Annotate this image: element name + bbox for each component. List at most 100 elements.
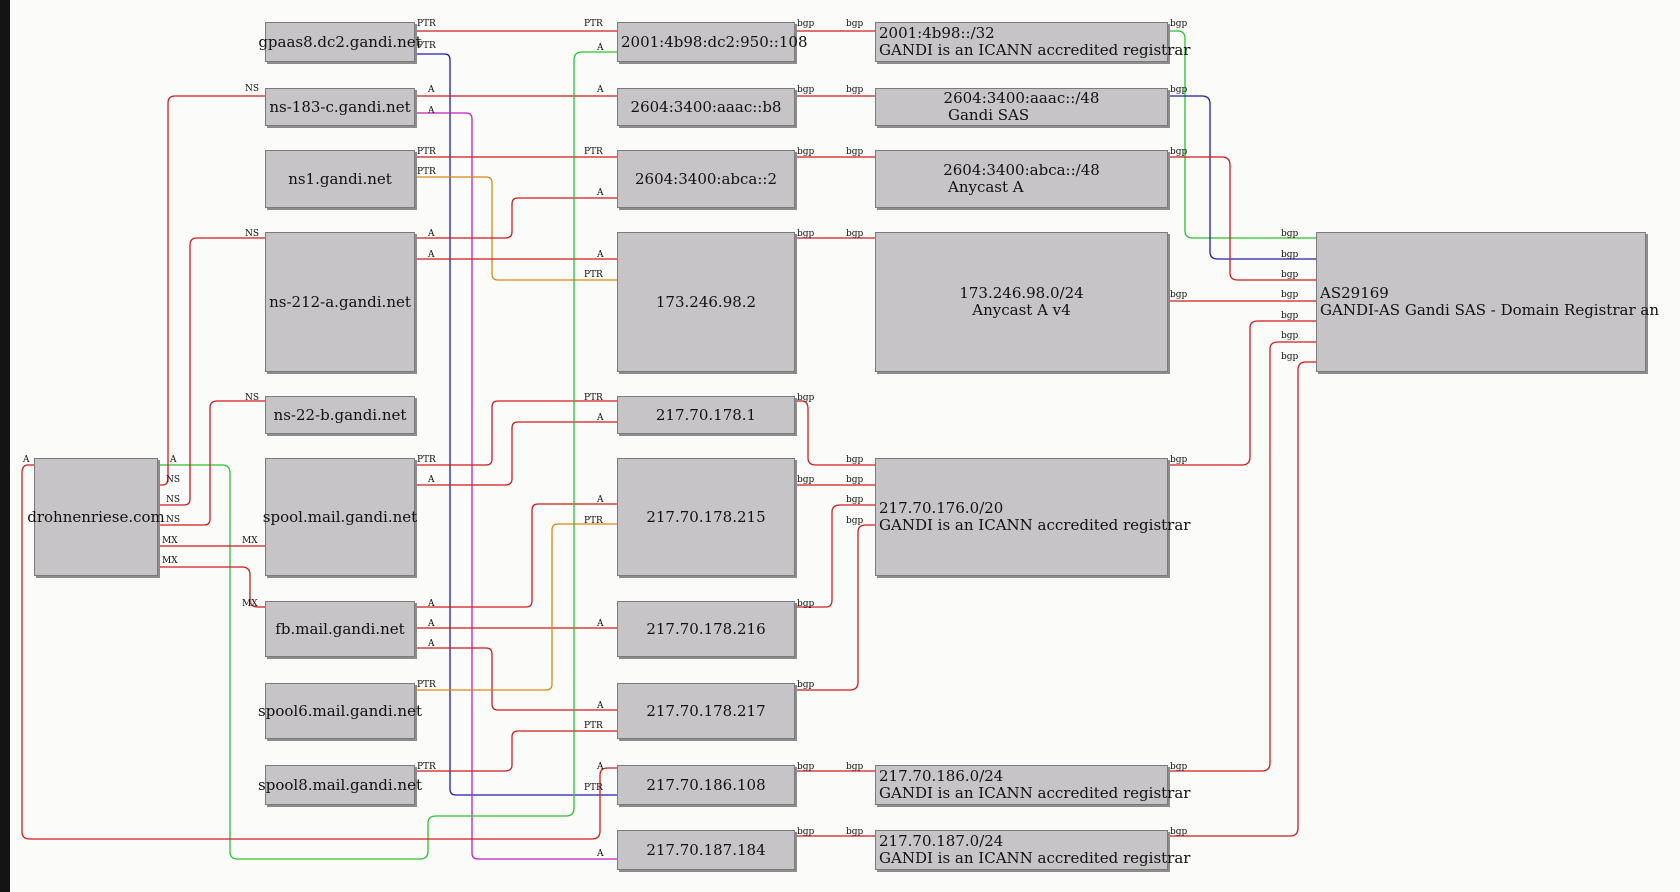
edge-label-ptr: PTR <box>417 680 436 690</box>
wire-domain-ns-22 <box>158 400 265 526</box>
edge-label-a: A <box>597 495 604 505</box>
edge-label-ptr: PTR <box>417 455 436 465</box>
edge-label-a: A <box>597 619 604 629</box>
edge-label-bgp: bgp <box>846 762 864 772</box>
edge-label-bgp: bgp <box>797 19 815 29</box>
wire-spool-a <box>415 421 617 486</box>
node-fb-mail-gandi-net[interactable]: fb.mail.gandi.net <box>265 601 415 657</box>
edge-label-bgp: bgp <box>797 475 815 485</box>
edge-label-bgp: bgp <box>797 827 815 837</box>
node-ns-183-c-gandi-net[interactable]: ns-183-c.gandi.net <box>265 88 415 126</box>
edge-label-ptr: PTR <box>584 516 603 526</box>
wire-gpaas8-v6-blue <box>415 53 617 796</box>
wire-domain-a-green <box>158 51 617 860</box>
edge-label-a: A <box>597 413 604 423</box>
node-label-line-1: 217.70.186.0/24 <box>879 767 1004 785</box>
edge-label-bgp: bgp <box>1170 19 1188 29</box>
node-ip-217-70-178-216[interactable]: 217.70.178.216 <box>617 601 795 657</box>
node-label: drohnenriese.com <box>27 507 165 526</box>
node-ip-217-70-178-215[interactable]: 217.70.178.215 <box>617 458 795 576</box>
node-label: ns-212-a.gandi.net <box>269 292 411 311</box>
node-ns1-gandi-net[interactable]: ns1.gandi.net <box>265 150 415 208</box>
node-ip-2001-4b98-dc2-950-108[interactable]: 2001:4b98:dc2:950::108 <box>617 22 807 62</box>
edge-label-bgp: bgp <box>1281 352 1299 362</box>
edge-label-ptr: PTR <box>584 147 603 157</box>
edge-label-bgp: bgp <box>1281 270 1299 280</box>
edge-label-a: A <box>597 188 604 198</box>
node-ns-22-b-gandi-net[interactable]: ns-22-b.gandi.net <box>265 396 415 434</box>
node-label: 217.70.178.215 <box>646 507 766 526</box>
node-label-line-1: 2604:3400:aaac::/48 <box>943 89 1100 107</box>
node-ip-217-70-178-1[interactable]: 217.70.178.1 <box>617 396 795 434</box>
edge-label-bgp: bgp <box>1170 290 1188 300</box>
node-ip-2604-3400-aaac-b8[interactable]: 2604:3400:aaac::b8 <box>617 88 795 126</box>
edge-label-ptr: PTR <box>417 19 436 29</box>
wire-domain-ns-212 <box>158 237 265 506</box>
edge-label-bgp: bgp <box>797 393 815 403</box>
node-ip-173-246-98-2[interactable]: 173.246.98.2 <box>617 232 795 372</box>
edge-label-a: A <box>597 849 604 859</box>
edge-label-bgp: bgp <box>1170 455 1188 465</box>
wire-fbmail-a-215 <box>415 503 617 608</box>
wire-as-aaac <box>1168 95 1316 260</box>
wire-bgp-178-217 <box>795 524 875 691</box>
wire-domain-ns-183 <box>158 95 265 486</box>
node-label: spool.mail.gandi.net <box>262 507 418 526</box>
window-frame-edge <box>0 0 10 892</box>
node-ns-212-a-gandi-net[interactable]: ns-212-a.gandi.net <box>265 232 415 372</box>
edge-label-bgp: bgp <box>846 229 864 239</box>
edge-label-ptr: PTR <box>584 270 603 280</box>
edge-label-bgp: bgp <box>846 475 864 485</box>
node-ip-217-70-187-184[interactable]: 217.70.187.184 <box>617 830 795 870</box>
node-label: 217.70.178.217 <box>646 701 766 720</box>
node-label-line-1: 2604:3400:abca::/48 <box>943 161 1100 179</box>
node-ip-2604-3400-abca-2[interactable]: 2604:3400:abca::2 <box>617 150 795 208</box>
edge-label-mx: MX <box>242 599 258 609</box>
edge-label-bgp: bgp <box>1281 331 1299 341</box>
node-ip-217-70-178-217[interactable]: 217.70.178.217 <box>617 683 795 739</box>
wire-bgp-178-216 <box>795 504 875 608</box>
node-label: 173.246.98.2 <box>655 292 757 311</box>
wire-ns183-a-magenta <box>415 112 617 860</box>
node-ip-217-70-186-108[interactable]: 217.70.186.108 <box>617 765 795 805</box>
node-label-line-2: Anycast A v4 <box>972 301 1071 319</box>
wire-spool-ptr <box>415 400 617 466</box>
node-spool-mail-gandi-net[interactable]: spool.mail.gandi.net <box>262 458 418 576</box>
edge-label-a: A <box>597 762 604 772</box>
wire-as-187 <box>1168 361 1316 837</box>
edge-label-a: A <box>428 475 435 485</box>
edge-label-bgp: bgp <box>797 147 815 157</box>
edge-label-bgp: bgp <box>797 599 815 609</box>
edge-label-bgp: bgp <box>846 19 864 29</box>
edge-label-ptr: PTR <box>417 167 436 177</box>
node-gpaas8-dc2-gandi-net[interactable]: gpaas8.dc2.gandi.net <box>258 22 422 62</box>
edge-label-ns: NS <box>166 515 181 525</box>
edge-label-ptr: PTR <box>417 147 436 157</box>
node-label-line-2: GANDI is an ICANN accredited registrar <box>879 516 1191 534</box>
node-label-line-1: 173.246.98.0/24 <box>959 284 1084 302</box>
edge-label-bgp: bgp <box>1170 147 1188 157</box>
node-label-line-2: Gandi SAS <box>948 106 1030 124</box>
node-label: 217.70.178.1 <box>655 405 757 424</box>
node-spool6-mail-gandi-net[interactable]: spool6.mail.gandi.net <box>258 683 422 739</box>
edge-label-a: A <box>428 250 435 260</box>
wire-as-176 <box>1168 320 1316 466</box>
edge-label-mx: MX <box>162 536 178 546</box>
wire-spool6-ptr <box>415 523 617 691</box>
node-label: gpaas8.dc2.gandi.net <box>258 32 422 51</box>
edge-label-ns: NS <box>245 393 260 403</box>
edge-label-a: A <box>428 599 435 609</box>
node-spool8-mail-gandi-net[interactable]: spool8.mail.gandi.net <box>258 765 422 805</box>
wire-domain-a-red <box>21 464 617 840</box>
edge-label-bgp: bgp <box>846 516 864 526</box>
edge-label-a: A <box>428 85 435 95</box>
node-drohnenriese-com[interactable]: drohnenriese.com <box>27 458 165 576</box>
